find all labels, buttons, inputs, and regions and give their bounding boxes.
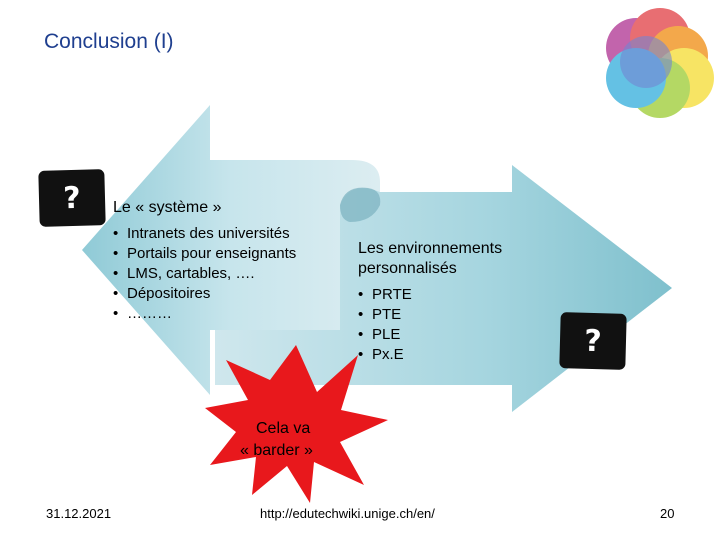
footer-date: 31.12.2021 <box>46 506 112 521</box>
red-starburst <box>205 345 388 503</box>
burst-line2: « barder » <box>240 442 313 459</box>
burst-text: Cela va « barder » <box>240 418 360 462</box>
list-item: Intranets des universités <box>113 224 296 244</box>
left-block-list: Intranets des universités Portails pour … <box>113 224 296 324</box>
right-block-list: PRTE PTE PLE Px.E <box>358 285 412 365</box>
overlapping-circles-logo <box>606 8 714 118</box>
burst-line1: Cela va <box>256 420 311 437</box>
list-item: Px.E <box>358 345 412 365</box>
question-mark-right: ? <box>559 312 627 370</box>
page-number: 20 <box>660 506 675 521</box>
right-heading-line2: personnalisés <box>358 260 457 277</box>
left-block-heading: Le « système » <box>113 199 222 216</box>
list-item: Dépositoires <box>113 284 296 304</box>
list-item: PRTE <box>358 285 412 305</box>
list-item: Portails pour enseignants <box>113 244 296 264</box>
slide-title: Conclusion (I) <box>44 30 174 53</box>
right-heading-line1: Les environnements <box>358 240 503 257</box>
right-arrow-shape <box>215 165 672 412</box>
footer-url[interactable]: http://edutechwiki.unige.ch/en/ <box>260 506 435 521</box>
right-block-heading: Les environnements personnalisés <box>358 239 502 279</box>
question-mark-left: ? <box>38 169 106 227</box>
list-item: ……… <box>113 304 296 324</box>
list-item: LMS, cartables, …. <box>113 264 296 284</box>
list-item: PTE <box>358 305 412 325</box>
list-item: PLE <box>358 325 412 345</box>
arrow-curl <box>340 187 381 222</box>
